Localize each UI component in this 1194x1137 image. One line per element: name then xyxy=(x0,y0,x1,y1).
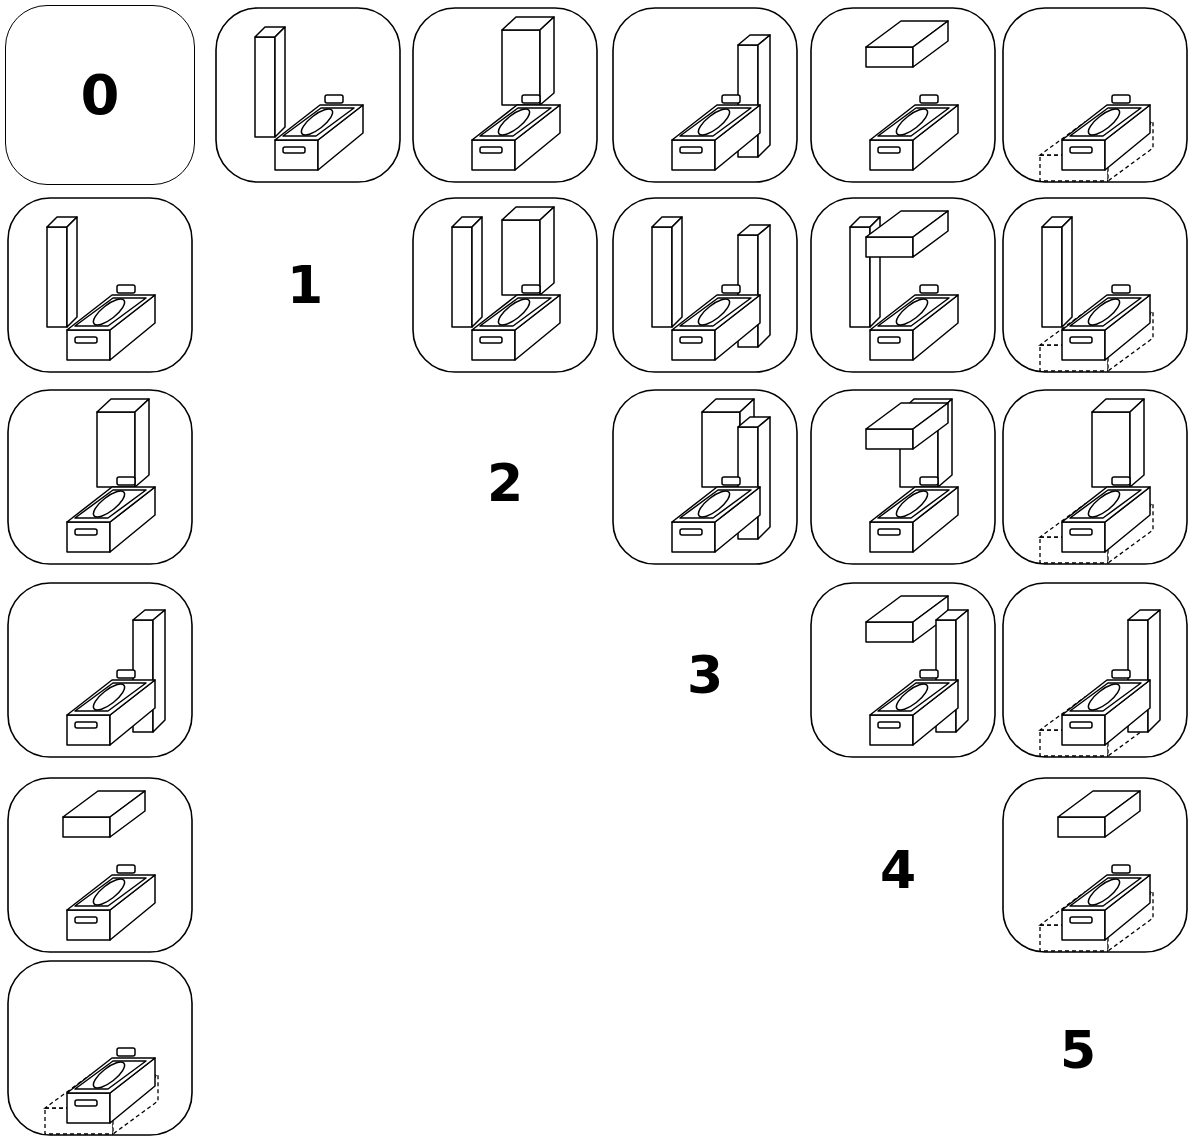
tile xyxy=(811,583,995,757)
tile xyxy=(8,583,192,757)
tile xyxy=(216,8,400,182)
row-number: 2 xyxy=(487,457,523,509)
tile xyxy=(413,8,597,182)
tile xyxy=(8,390,192,564)
tile xyxy=(8,961,192,1135)
tile xyxy=(811,198,995,372)
tile xyxy=(811,390,995,564)
tile xyxy=(413,198,597,372)
row-number: 4 xyxy=(880,844,916,896)
tile xyxy=(1003,778,1187,952)
tile xyxy=(8,198,192,372)
tile xyxy=(8,778,192,952)
row-number: 1 xyxy=(287,259,323,311)
row-number: 3 xyxy=(687,649,723,701)
tile xyxy=(1003,583,1187,757)
tile xyxy=(1003,390,1187,564)
tile xyxy=(811,8,995,182)
tile xyxy=(613,390,797,564)
tile xyxy=(613,8,797,182)
tile xyxy=(1003,8,1187,182)
tile-number: 0 xyxy=(81,67,120,123)
row-number: 5 xyxy=(1060,1024,1096,1076)
tile xyxy=(613,198,797,372)
number-tile: 0 xyxy=(5,5,195,185)
tile xyxy=(1003,198,1187,372)
